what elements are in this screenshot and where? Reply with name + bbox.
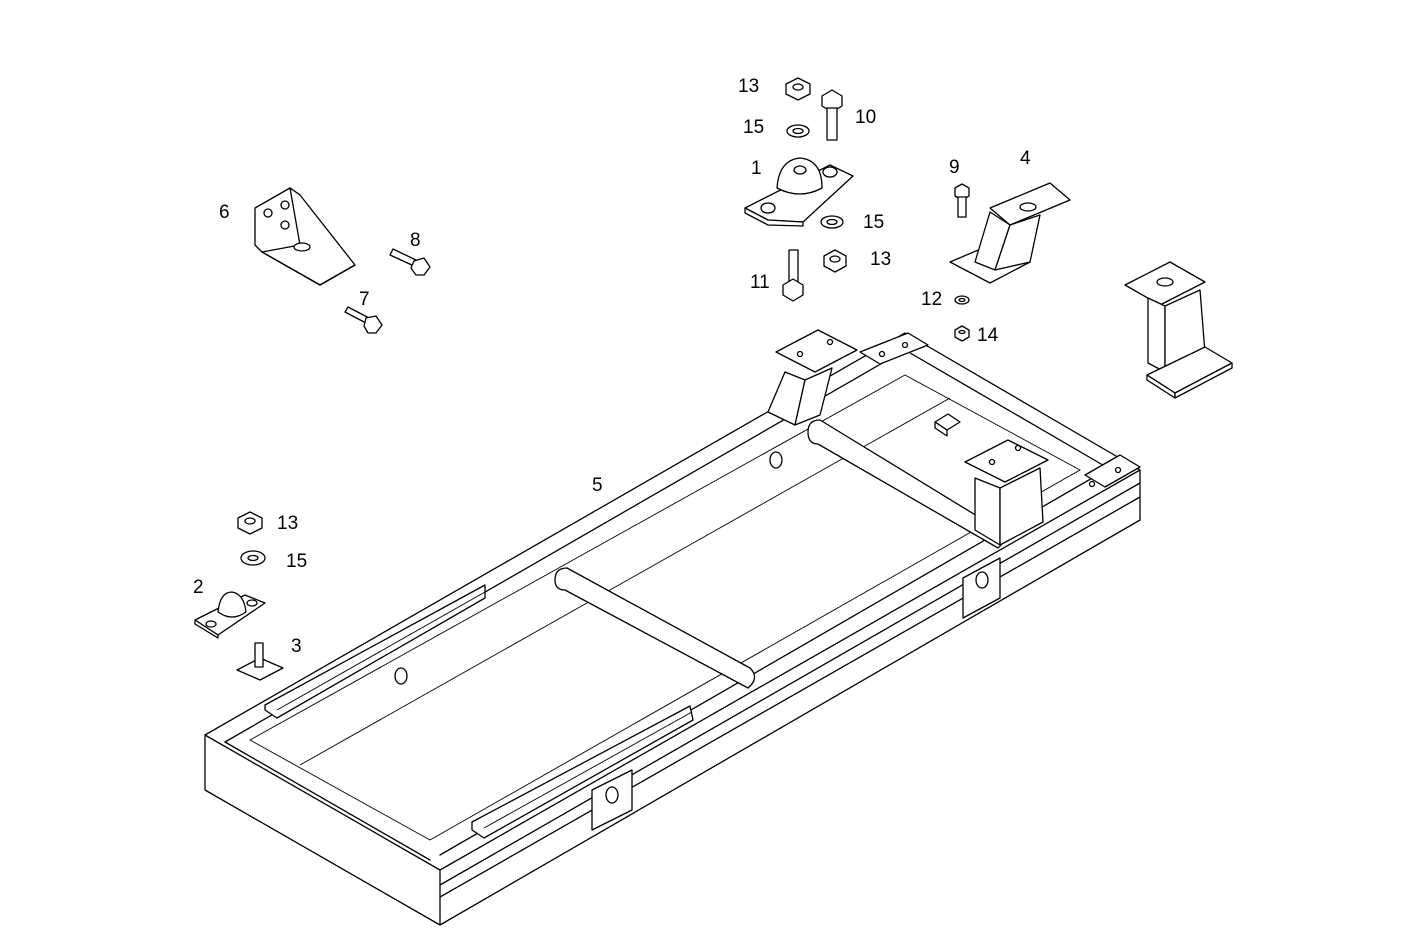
label-part-9: 9 bbox=[949, 157, 960, 178]
label-part-2: 2 bbox=[193, 577, 204, 598]
nut-13-left bbox=[237, 511, 263, 535]
label-part-7: 7 bbox=[359, 289, 370, 310]
rubber-mount-2 bbox=[194, 591, 266, 639]
label-part-14: 14 bbox=[977, 325, 999, 346]
nut-14 bbox=[954, 325, 970, 342]
bolt-9 bbox=[954, 183, 970, 218]
pedestal-support bbox=[1124, 261, 1233, 399]
label-part-15-mid: 15 bbox=[863, 212, 884, 233]
washer-12 bbox=[954, 295, 970, 305]
nut-13-top bbox=[785, 77, 811, 101]
label-part-3: 3 bbox=[291, 636, 302, 657]
label-part-8: 8 bbox=[410, 230, 421, 251]
support-bracket-4 bbox=[949, 182, 1071, 284]
angle-bracket bbox=[254, 187, 356, 286]
flange-bolt-8 bbox=[389, 248, 431, 276]
nut-13-mid bbox=[823, 249, 847, 273]
label-part-13-left: 13 bbox=[277, 513, 298, 534]
stud-3 bbox=[236, 642, 284, 681]
label-part-15-top: 15 bbox=[743, 117, 764, 138]
part-labels: 13 15 10 1 15 13 11 9 4 12 14 6 8 7 5 13… bbox=[193, 76, 1031, 657]
bolt-10 bbox=[821, 89, 843, 141]
washer-15-mid bbox=[820, 215, 844, 229]
label-part-6: 6 bbox=[219, 202, 230, 223]
washer-15-top bbox=[786, 124, 810, 138]
label-part-10: 10 bbox=[855, 107, 876, 128]
label-part-13-mid: 13 bbox=[870, 249, 891, 270]
rubber-mount-1 bbox=[744, 157, 854, 227]
bolt-11 bbox=[782, 249, 804, 302]
label-part-11: 11 bbox=[750, 272, 770, 293]
label-part-13-top: 13 bbox=[738, 76, 759, 97]
flange-bolt-7 bbox=[344, 306, 383, 334]
label-part-1: 1 bbox=[751, 158, 762, 179]
label-part-4: 4 bbox=[1020, 148, 1031, 169]
washer-15-left bbox=[240, 550, 266, 566]
label-part-15-left: 15 bbox=[286, 551, 307, 572]
label-part-5: 5 bbox=[592, 475, 603, 496]
label-part-12: 12 bbox=[921, 289, 942, 310]
base-frame bbox=[204, 329, 1141, 926]
